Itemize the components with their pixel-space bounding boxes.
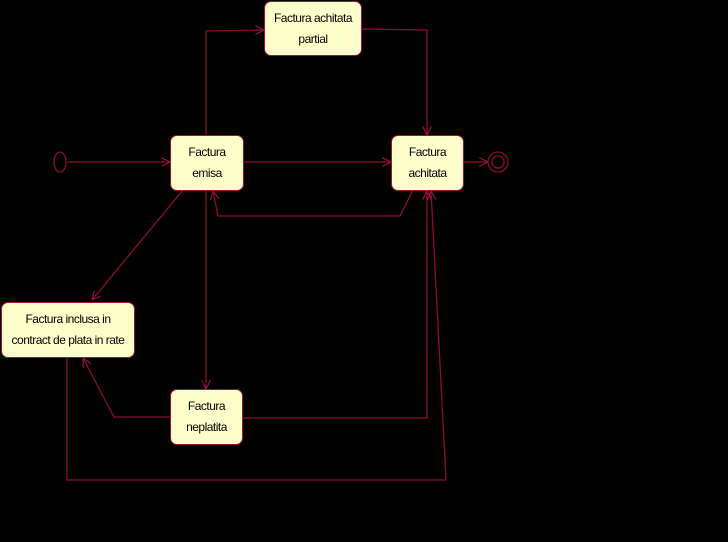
transition-achitata-emisa <box>213 189 414 217</box>
state-label: emisa <box>192 166 222 180</box>
state-factura-inclusa[interactable]: Factura inclusa in contract de plata in … <box>1 302 135 358</box>
transition-indusa-achitata <box>66 191 447 481</box>
transition-neplatita-achitata <box>242 191 427 419</box>
state-label: neplatita <box>186 420 227 434</box>
state-factura-achitata[interactable]: Factura achitata <box>391 135 464 191</box>
initial-state <box>53 151 67 173</box>
final-state-inner <box>491 155 505 169</box>
transition-neplatita-indusa <box>82 358 170 418</box>
transition-emisa-partial <box>205 30 264 135</box>
state-label: Factura <box>187 399 226 413</box>
state-factura-achitata-partial[interactable]: Factura achitata partial <box>264 1 362 56</box>
state-factura-neplatita[interactable]: Factura neplatita <box>170 389 243 445</box>
state-label: partial <box>298 31 328 46</box>
state-label: Factura <box>188 145 226 159</box>
state-label: Factura <box>408 145 447 159</box>
state-label: Factura inclusa in <box>25 312 111 326</box>
state-label: contract de plata in rate <box>11 333 125 347</box>
final-state-outer <box>487 151 509 173</box>
state-factura-emisa[interactable]: Factura emisa <box>170 135 244 191</box>
transition-emisa-indusa <box>92 189 184 300</box>
state-label: Factura achitata <box>273 10 353 25</box>
transition-partial-achitata <box>360 28 427 135</box>
state-label: achitata <box>408 166 447 180</box>
